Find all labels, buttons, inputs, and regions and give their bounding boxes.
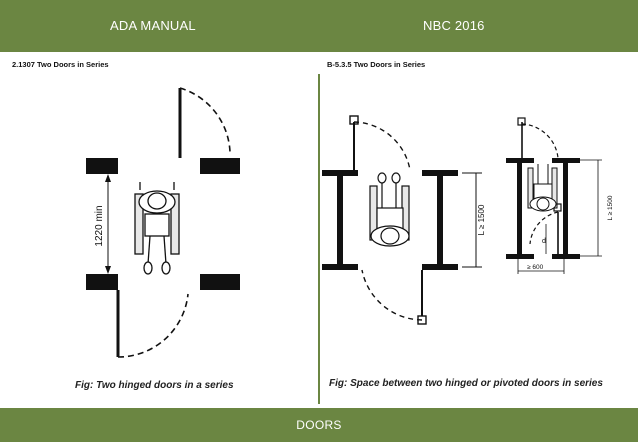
wheelchair-user-icon: [369, 172, 410, 247]
door-handle: [349, 115, 359, 125]
dimension-label: 1220 min: [94, 205, 105, 246]
door-swing-arc: [361, 269, 423, 321]
arrow-head: [105, 266, 111, 274]
door-handle: [517, 117, 526, 126]
right-figure-caption: Fig: Space between two hinged or pivoted…: [329, 378, 603, 389]
wheelchair-user-icon: [527, 164, 558, 212]
door-swing-arc: [117, 293, 189, 358]
wheelchair-user-icon: [134, 182, 180, 275]
wall-block: [86, 158, 118, 174]
wall-block: [200, 158, 240, 174]
footer-label: DOORS: [296, 418, 342, 432]
dimension-label: L ≥ 1500: [477, 204, 486, 235]
right-section-heading: B-5.3.5 Two Doors in Series: [327, 60, 426, 69]
wall-section: [506, 158, 580, 259]
dimension-label: L ≥ 1500: [607, 195, 614, 220]
left-section-heading: 2.1307 Two Doors in Series: [12, 60, 109, 69]
width-label: ≥ 600: [527, 264, 544, 271]
wall-block: [86, 274, 118, 290]
header-bar: ADA MANUAL NBC 2016: [0, 0, 638, 52]
door-swing-arc: [521, 123, 559, 159]
column-divider: [318, 74, 320, 404]
ada-two-doors-figure: 1220 min: [86, 87, 240, 358]
left-figure-caption: Fig: Two hinged doors in a series: [75, 380, 234, 391]
door-swing-arc: [179, 87, 231, 153]
nbc-two-doors-figure: L ≥ 1500: [322, 115, 486, 325]
header-left-title: ADA MANUAL: [110, 18, 196, 33]
wall-section: [322, 170, 458, 270]
door-swing-arc: [353, 121, 411, 171]
d-label: d: [542, 238, 546, 245]
nbc-two-pivoted-doors-figure: d L ≥ 1500 ≥ 600: [506, 117, 614, 274]
arrow-head: [105, 174, 111, 182]
header-right-title: NBC 2016: [423, 18, 485, 33]
door-swing-arc: [529, 211, 559, 245]
wall-block: [200, 274, 240, 290]
footer-bar: DOORS: [0, 408, 638, 442]
